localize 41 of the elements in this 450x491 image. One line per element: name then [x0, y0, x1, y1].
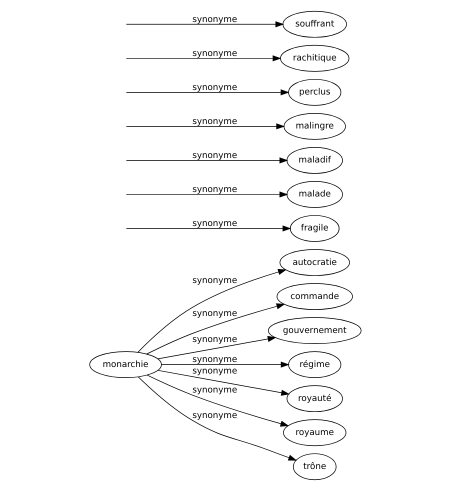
arrow	[137, 376, 297, 461]
edge-label: synonyme	[192, 276, 237, 286]
edge-label: synonyme	[192, 184, 237, 195]
edge-label: synonyme	[192, 14, 237, 25]
arrow	[156, 370, 290, 396]
node-ellipse: malingre	[283, 112, 346, 140]
arrow	[125, 21, 284, 28]
node-ellipse: trône	[292, 453, 336, 480]
edge-label: synonyme	[192, 366, 237, 377]
arrow	[125, 191, 288, 198]
edge-label: synonyme	[192, 308, 237, 319]
node-ellipse: rachitique	[280, 44, 349, 72]
node-ellipse: monarchie	[88, 351, 162, 378]
edge-label: synonyme	[192, 116, 237, 127]
edge-label: synonyme	[192, 386, 237, 396]
node-ellipse: fragile	[289, 215, 340, 242]
edge-label: synonyme	[192, 82, 237, 93]
arrow	[156, 336, 276, 360]
arrow	[125, 89, 289, 96]
edge-label: synonyme	[192, 48, 237, 59]
arrow	[146, 303, 285, 354]
edge-label: synonyme	[192, 410, 237, 421]
edge-label: synonyme	[192, 150, 237, 161]
node-ellipse: maladif	[286, 147, 342, 174]
edge-label: synonyme	[192, 219, 237, 230]
node-ellipse: souffrant	[282, 10, 346, 38]
node-ellipse: royaume	[282, 419, 346, 446]
arrow	[146, 374, 289, 427]
node-ellipse: autocratie	[279, 249, 350, 276]
arrow	[160, 362, 290, 368]
node-ellipse: royauté	[286, 385, 342, 412]
edge-label: synonyme	[192, 334, 237, 345]
node-ellipse: régime	[288, 351, 341, 378]
arrow	[125, 225, 291, 232]
edge-label: synonyme	[192, 355, 237, 366]
arrow	[125, 55, 281, 62]
arrow	[125, 157, 288, 164]
node-ellipse: perclus	[288, 78, 341, 106]
arrow	[125, 123, 284, 130]
node-ellipse: malade	[286, 181, 342, 208]
arrow	[137, 269, 286, 353]
